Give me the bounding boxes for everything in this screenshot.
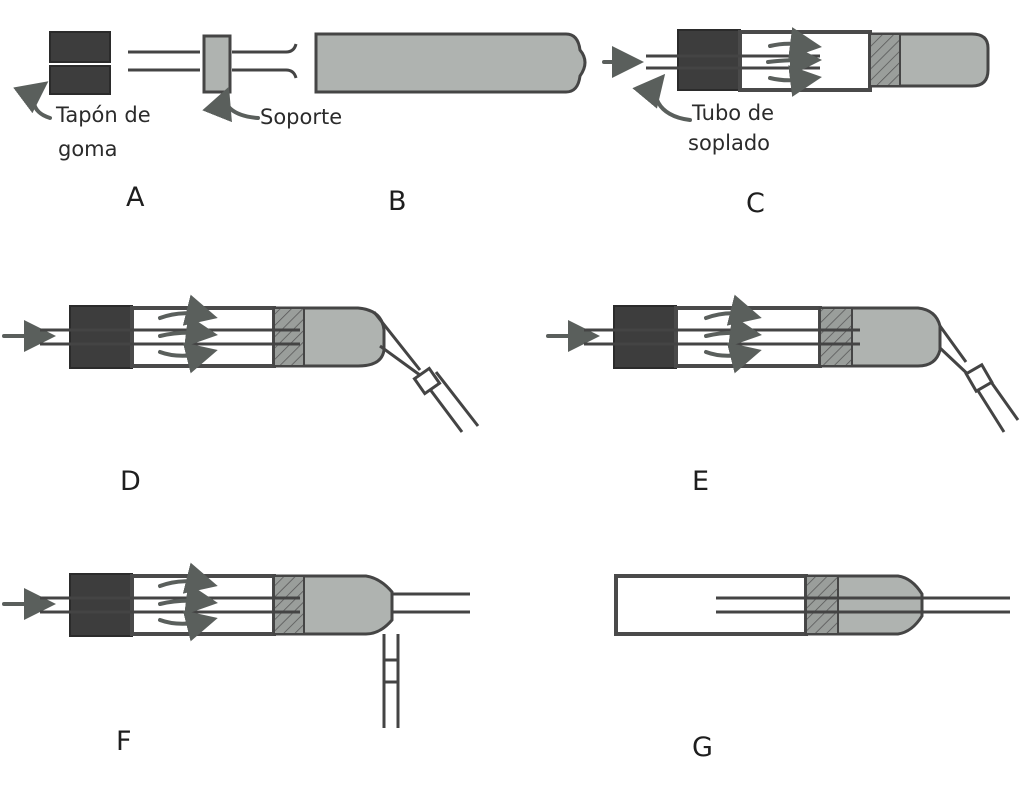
panel-label-a: A — [126, 182, 145, 213]
panel-f: F — [2, 562, 470, 757]
label-tapon-line2: goma — [58, 137, 118, 161]
support-tubes — [128, 34, 298, 94]
stopper — [677, 29, 741, 91]
panel-label-f: F — [116, 726, 132, 757]
panel-d: D — [2, 294, 480, 497]
label-soporte: Soporte — [260, 105, 342, 129]
label-tubo-line2: soplado — [688, 131, 770, 155]
hatched-segment — [869, 33, 901, 87]
label-tubo-line1: Tubo de — [691, 101, 774, 125]
glass-tube — [314, 32, 587, 94]
panel-c: Tubo de soplado C — [602, 27, 990, 219]
support-pointer-arrow — [202, 86, 260, 123]
panel-label-e: E — [692, 466, 709, 497]
label-tapon-line1: Tapón de — [55, 103, 151, 127]
panel-a: Tapón de goma Soporte A — [13, 31, 342, 213]
panel-label-c: C — [746, 188, 765, 219]
stopper-pointer-arrow — [13, 81, 52, 120]
panel-label-d: D — [120, 466, 141, 497]
rubber-stopper — [49, 31, 111, 95]
panel-label-b: B — [388, 186, 407, 217]
panel-g: G — [614, 574, 1010, 763]
panel-label-g: G — [692, 732, 713, 763]
panel-e: E — [546, 294, 1020, 497]
support-block — [202, 34, 232, 94]
panel-b: B — [314, 32, 587, 217]
blow-tube-pointer-arrow — [632, 73, 692, 122]
